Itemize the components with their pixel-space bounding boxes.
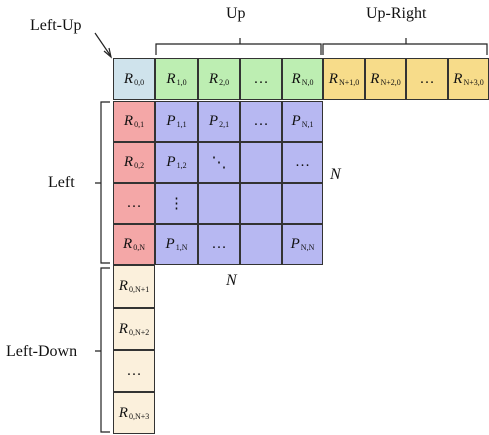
- label-n-right: N: [330, 166, 341, 183]
- cell-left-2: …: [113, 183, 155, 224]
- label-left: Left: [48, 174, 75, 191]
- label-up: Up: [226, 5, 246, 22]
- label-left-down: Left-Down: [6, 343, 78, 360]
- cell-main-r1-c3: …: [282, 142, 323, 183]
- bracket-left-down: [95, 267, 110, 433]
- cell-main-r0-c2: …: [240, 101, 282, 142]
- bracket-up-right: [322, 38, 488, 55]
- cell-left-down-2: …: [113, 350, 155, 392]
- label-n-bottom: N: [226, 272, 237, 289]
- cell-main-r2-c0: ⋮: [155, 183, 198, 224]
- arrow-left-up: [94, 32, 111, 56]
- cell-main-r2-c1: [198, 183, 240, 224]
- bracket-left: [95, 101, 110, 264]
- cell-main-r1-c2: [240, 142, 282, 183]
- cell-up-right-2: …: [406, 58, 448, 100]
- arrow-left-up-head: [103, 47, 112, 59]
- label-left-up: Left-Up: [30, 17, 82, 34]
- bracket-up: [155, 38, 322, 55]
- cell-up-2: …: [240, 58, 282, 100]
- cell-main-r3-c2: [240, 224, 282, 265]
- label-up-right: Up-Right: [366, 5, 427, 22]
- cell-main-r3-c1: …: [198, 224, 240, 265]
- cell-main-r2-c2: [240, 183, 282, 224]
- cell-main-r2-c3: [282, 183, 323, 224]
- cell-main-r1-c1: ⋱: [198, 142, 240, 183]
